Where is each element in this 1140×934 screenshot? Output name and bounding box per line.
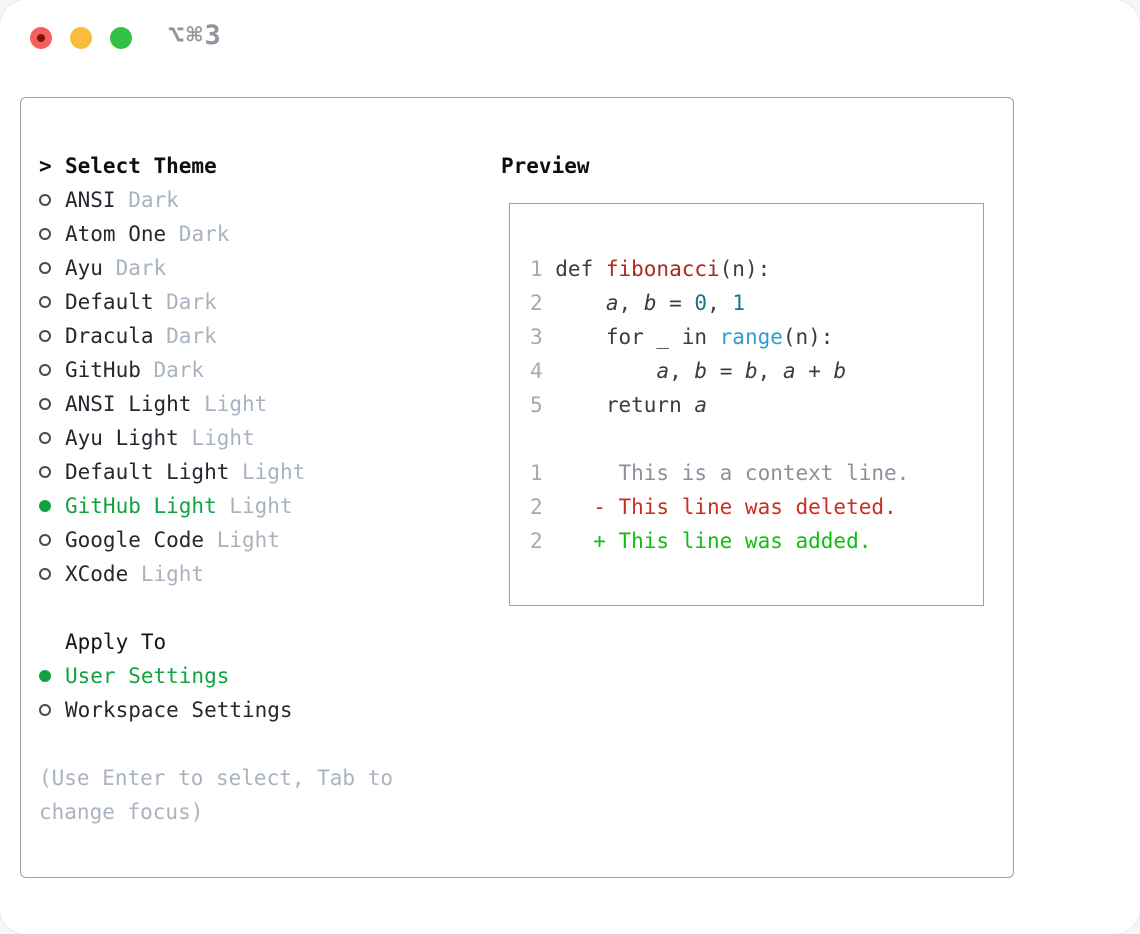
titlebar xyxy=(30,26,150,50)
line-number: 1 xyxy=(530,257,543,281)
radio-icon xyxy=(39,217,65,251)
minimize-button[interactable] xyxy=(70,27,92,49)
code-line: 2 a, b = 0, 1 xyxy=(530,286,983,320)
select-theme-header: Select Theme xyxy=(65,154,217,178)
radio-icon xyxy=(39,557,65,591)
radio-icon xyxy=(39,285,65,319)
line-number: 3 xyxy=(530,325,543,349)
diff-context-line: 1 This is a context line. xyxy=(530,456,983,490)
code-line: 5 return a xyxy=(530,388,983,422)
radio-selected-icon xyxy=(39,659,65,693)
radio-icon xyxy=(39,523,65,557)
preview-header: Preview xyxy=(501,154,590,178)
line-number: 1 xyxy=(530,461,543,485)
select-theme-header-row: > Select Theme xyxy=(39,149,393,183)
line-number: 4 xyxy=(530,359,543,383)
apply-option[interactable]: Workspace Settings xyxy=(39,693,393,727)
radio-icon xyxy=(39,421,65,455)
hint-line: change focus) xyxy=(39,800,204,824)
apply-to-header-row: Apply To xyxy=(39,625,393,659)
apply-to-header: Apply To xyxy=(65,630,167,654)
radio-icon xyxy=(39,183,65,217)
code-line: 3 for _ in range(n): xyxy=(530,320,983,354)
diff-added-line: 2 + This line was added. xyxy=(530,524,983,558)
zoom-button[interactable] xyxy=(110,27,132,49)
radio-icon xyxy=(39,455,65,489)
code-line: 4 a, b = b, a + b xyxy=(530,354,983,388)
radio-icon xyxy=(39,319,65,353)
diff-deleted-line: 2 - This line was deleted. xyxy=(530,490,983,524)
line-number: 2 xyxy=(530,529,543,553)
spacer xyxy=(530,422,983,456)
radio-selected-icon xyxy=(39,489,65,523)
spacer xyxy=(39,591,393,625)
close-button[interactable] xyxy=(30,27,52,49)
line-number: 2 xyxy=(530,495,543,519)
apply-option-selected[interactable]: User Settings xyxy=(39,659,393,693)
radio-icon xyxy=(39,353,65,387)
line-number: 2 xyxy=(530,291,543,315)
cursor-caret-icon: > xyxy=(39,154,52,178)
radio-icon xyxy=(39,693,65,727)
window-title: ⌥⌘3 xyxy=(168,20,223,51)
spacer xyxy=(39,727,393,761)
hint-line: (Use Enter to select, Tab to xyxy=(39,766,394,790)
line-number: 5 xyxy=(530,393,543,417)
radio-icon xyxy=(39,387,65,421)
radio-icon xyxy=(39,251,65,285)
